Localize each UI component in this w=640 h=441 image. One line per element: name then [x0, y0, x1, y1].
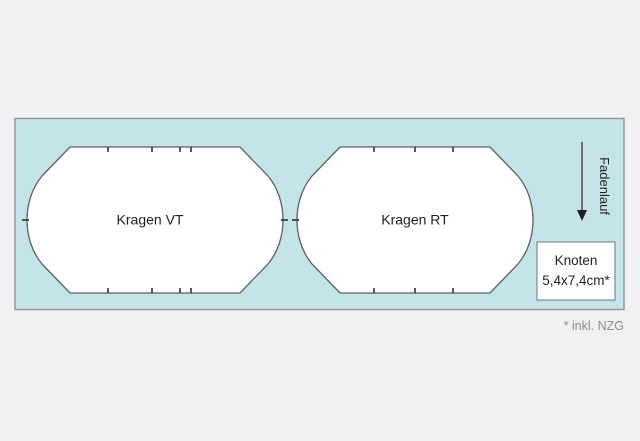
pattern-piece-kragen-vt[interactable]: Kragen VT	[22, 146, 288, 294]
kragen-vt-label: Kragen VT	[117, 212, 184, 228]
kragen-rt-notches-bottom	[373, 288, 454, 293]
grain-arrow-head	[577, 210, 587, 221]
grain-line-indicator: Fadenlauf	[577, 142, 612, 221]
kragen-rt-outline	[296, 146, 534, 294]
knoten-box-line2: 5,4x7,4cm*	[542, 273, 610, 288]
pattern-piece-kragen-rt[interactable]: Kragen RT	[292, 146, 534, 294]
kragen-vt-notches-top	[107, 147, 192, 152]
grain-line-label: Fadenlauf	[597, 157, 612, 215]
kragen-rt-notches-top	[373, 147, 454, 152]
knoten-note-box: Knoten 5,4x7,4cm*	[536, 241, 616, 301]
footnote-inkl-nzg: * inkl. NZG	[564, 319, 624, 333]
knoten-box-line1: Knoten	[555, 253, 598, 268]
knoten-box-frame	[536, 241, 616, 301]
kragen-vt-outline	[26, 146, 284, 294]
kragen-rt-label: Kragen RT	[381, 212, 449, 228]
kragen-vt-notches-bottom	[107, 288, 192, 293]
